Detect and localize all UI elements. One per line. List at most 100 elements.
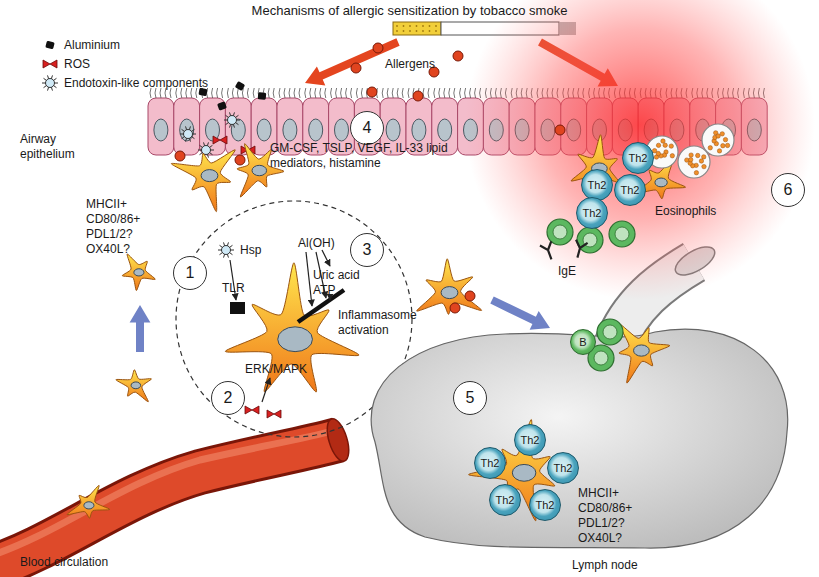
allergen-particle [373,43,383,53]
figure-label: Airway epithelium [20,132,92,162]
node-text: Th2 [536,499,555,511]
aluminium-symbol [258,92,267,100]
cilium [222,88,223,98]
node-text: TLR [222,281,245,296]
eosinophil-granule [717,149,721,153]
allergen-particle [175,151,185,161]
allergen-particle [450,303,460,313]
th2-cell: Th2 [547,452,579,484]
cell-nucleus [438,119,452,141]
eosinophil-granule [669,144,673,148]
cilium [408,88,409,98]
eosinophil-granule [689,158,693,162]
node-text: Lymph node [572,558,638,573]
cilium [331,88,332,98]
cell-nucleus [131,382,141,389]
b-cell-symbol [597,319,623,345]
migration-arrow [490,296,550,329]
cilium [402,88,403,98]
figure-label: Blood circulation [20,555,108,570]
cigarette-filter [393,22,441,35]
eosinophil-granule [699,159,703,163]
cell-nucleus [335,119,349,141]
b-cell-symbol [547,219,573,245]
dendritic-cell [417,259,482,314]
node-text: Th2 [588,179,607,191]
eosinophil [702,124,734,156]
cilium [289,88,290,98]
b-cell-symbol [577,227,603,253]
eosinophil-granule [708,146,712,150]
figure-title: Mechanisms of allergic sensitization by … [0,3,819,18]
legend-text: ROS [64,56,90,72]
eosinophil-granule [656,151,660,155]
th2-cell: Th2 [622,142,654,174]
figure-label: GM-CSF, TSLP, VEGF, IL-33 lipid mediator… [270,141,452,171]
filter-dot [429,25,431,27]
callout-number: 5 [453,381,487,415]
allergen-particle [555,125,565,135]
legend-text: Endotoxin-like components [64,75,208,91]
signal-arrow [306,252,312,306]
th2-cell: Th2 [576,197,608,229]
cilium [341,88,342,98]
cilium [336,88,337,98]
lymph-node-outline [371,329,788,548]
cilium [253,88,254,98]
th2-cell: Th2 [614,174,646,206]
cell-nucleus [386,119,400,141]
cilium [310,88,311,98]
eosinophil-granule [725,143,729,147]
dendritic-cell [116,370,151,402]
cilium [439,88,440,98]
filter-dot [403,30,405,32]
cilium [294,88,295,98]
aluminium-symbol [45,41,55,50]
ros-symbol [43,60,57,68]
th2-cell: Th2 [514,424,546,456]
cell-nucleus [603,325,617,339]
dendritic-cell [469,420,555,521]
endotoxin-symbol [222,246,231,255]
ige-antibody [540,241,557,261]
cell-nucleus [655,178,667,187]
endotoxin-symbol [184,130,193,139]
cilium [356,88,357,98]
node-text: B [579,336,586,348]
dendritic-cell [619,324,670,383]
blood-vessel [0,440,338,568]
eosinophil-granule [723,137,727,141]
dendritic-cell [67,485,110,518]
node-text: ERK/MAPK [245,362,307,377]
cilium [325,88,326,98]
cilium [465,88,466,98]
vessel-highlight [0,430,336,556]
node-text: MHCII+ CD80/86+ PDL1/2? OX40L? [578,486,640,546]
filter-dot [435,30,437,32]
dendritic-cell [122,254,155,291]
allergen-particle [351,63,361,73]
eosinophil [678,146,710,178]
eosinophil-granule [670,154,674,158]
filter-dot [422,30,424,32]
cell-nucleus [553,225,567,239]
th2-cell: Th2 [489,484,521,516]
th2-cell: Th2 [581,169,613,201]
cilium [346,88,347,98]
eosinophil-granule [685,158,689,162]
callout-number: 4 [350,111,384,145]
eosinophil-granule [702,164,706,168]
node-text: Th2 [583,207,602,219]
cilium [382,88,383,98]
eosinophil-granule [702,155,706,159]
lymph-node: MHCII+ CD80/86+ PDL1/2? OX40L?Lymph node… [355,322,790,554]
cell-nucleus [206,119,220,141]
epithelial-cell [148,98,174,155]
cell-nucleus [512,464,536,481]
cilium [232,88,233,98]
node-text: Hsp [240,243,261,258]
eosinophil-granule [696,153,700,157]
cilium [320,88,321,98]
